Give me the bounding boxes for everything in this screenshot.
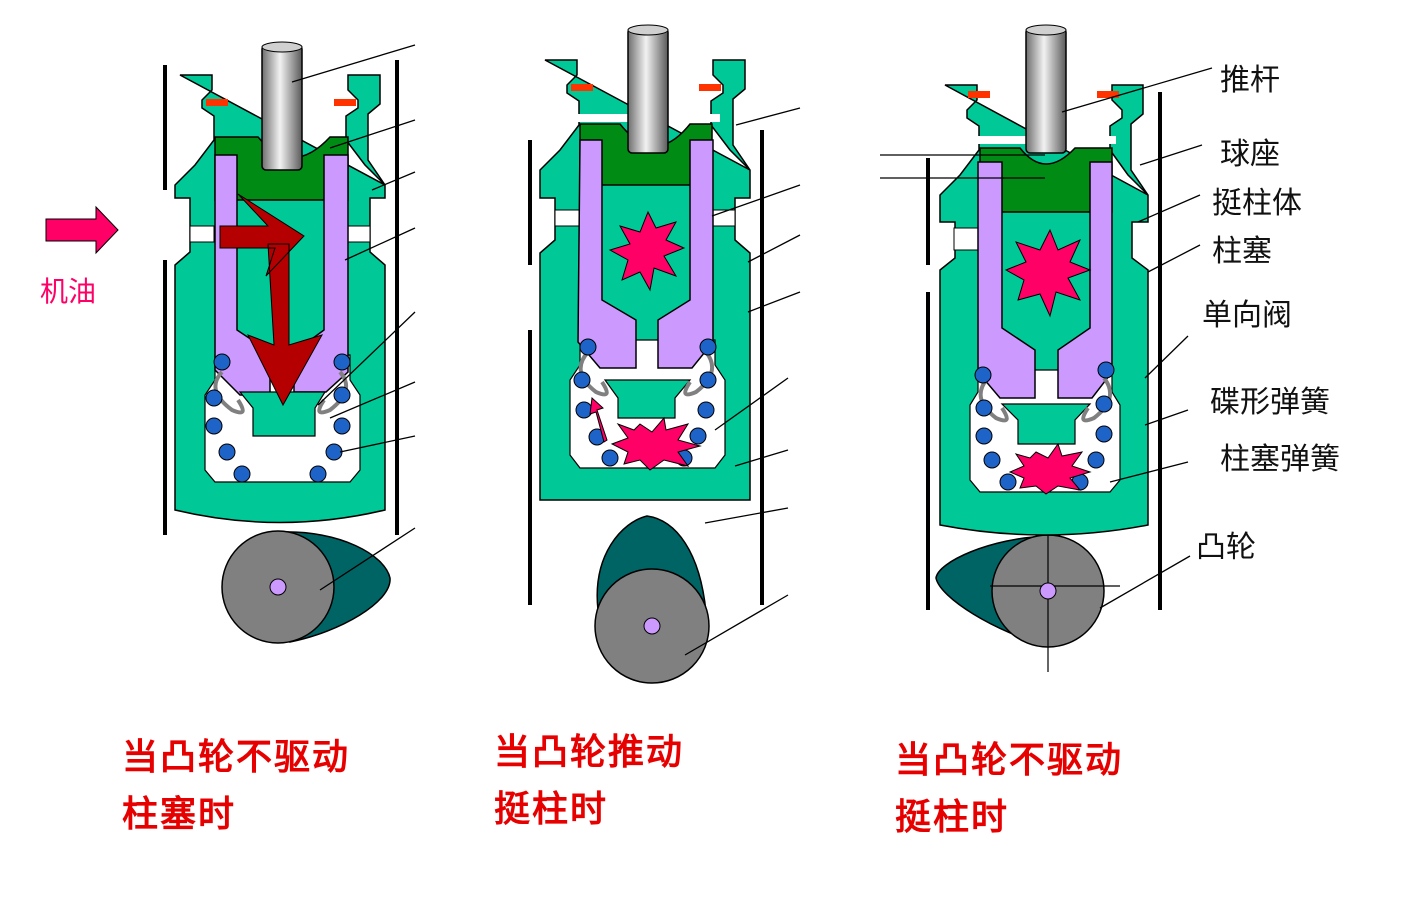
caption-2-line-2: 挺柱时 [494,789,609,830]
check-valve [603,379,692,419]
label-plunger-spring: 柱塞弹簧 [1220,442,1340,477]
pressure-burst-icon [608,210,686,292]
cam-icon [594,515,710,684]
check-valve [238,391,327,437]
oil-flow-arrow-icon [219,193,324,407]
oil-flow-arrow-icon [589,396,608,443]
tappet-unit-2 [528,24,801,684]
label-cam: 凸轮 [1196,530,1256,565]
cam-icon [935,512,1120,672]
label-push-rod: 推杆 [1220,63,1280,98]
label-plunger: 柱塞 [1212,234,1272,269]
caption-1-line-1: 当凸轮不驱动 [122,737,351,778]
caption-3-line-1: 当凸轮不驱动 [895,740,1124,781]
push-rod [261,44,303,171]
label-check-valve: 单向阀 [1202,298,1292,333]
check-valve [1000,403,1092,445]
caption-1-line-2: 柱塞时 [122,794,237,835]
tappet-unit-3 [880,24,1213,672]
caption-2-line-1: 当凸轮推动 [494,732,685,773]
label-tappet-body: 挺柱体 [1212,186,1302,221]
pressure-burst-icon [610,416,702,471]
pressure-burst-icon [1008,442,1092,495]
oil-inlet-arrow-icon [45,205,119,255]
tappet-unit-1 [163,41,416,644]
push-rod [627,27,669,154]
cam-icon [221,530,391,644]
label-ball-seat: 球座 [1220,137,1280,172]
label-disc-spring: 碟形弹簧 [1210,385,1330,420]
oil-label: 机油 [40,275,97,308]
caption-3-line-2: 挺柱时 [895,797,1010,838]
push-rod [1025,27,1067,154]
pressure-burst-icon [1004,228,1092,318]
